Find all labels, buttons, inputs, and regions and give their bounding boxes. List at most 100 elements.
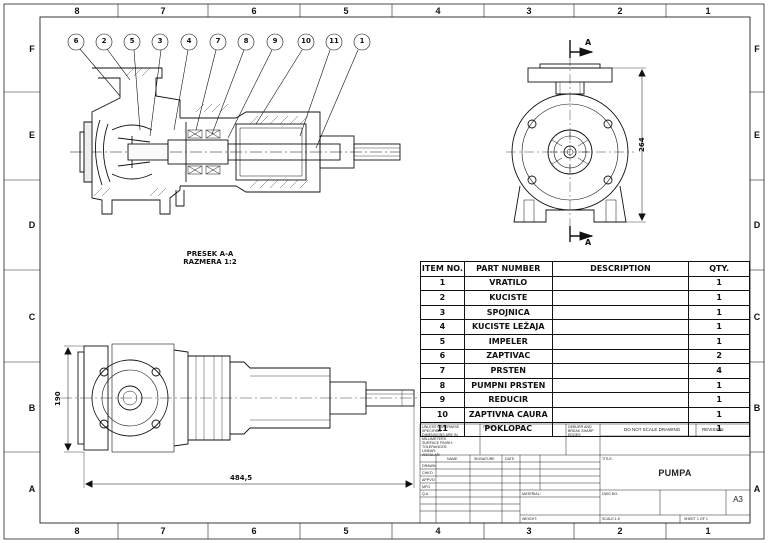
sheet-size: A3 <box>733 495 743 504</box>
balloon-group <box>67 33 371 149</box>
bom-part-number: ZAPTIVAC <box>463 348 553 365</box>
zone-row-c-right: C <box>753 312 761 322</box>
note-line: UNLESS OTHERWISE SPECIFIED: <box>422 425 460 433</box>
role-drawn: DRAWN <box>422 464 436 468</box>
bom-header-item-no: ITEM NO. <box>420 261 465 277</box>
bom-part-number: ZAPTIVNA CAURA <box>463 406 553 423</box>
zone-col-3-bottom: 3 <box>526 526 532 536</box>
balloon-label: 4 <box>186 37 192 45</box>
bom-qty: 2 <box>688 348 750 365</box>
note-line: SURFACE FINISH: <box>422 441 453 445</box>
bom-qty: 1 <box>688 290 750 306</box>
zone-row-d: D <box>28 220 36 230</box>
bom-header-row: ITEM NO. PART NUMBER DESCRIPTION QTY. <box>420 261 750 277</box>
bom-qty: 1 <box>688 406 750 423</box>
bom-item-no: 9 <box>420 392 465 408</box>
zone-row-a: A <box>28 484 36 494</box>
zone-col-7: 7 <box>160 6 166 16</box>
role-checked: CHK'D <box>422 471 433 475</box>
bom-qty: 4 <box>688 363 750 379</box>
col-name: NAME <box>447 457 458 461</box>
note-line: EDGES <box>568 433 581 437</box>
bom-description <box>551 363 690 379</box>
revision-label: REVISION <box>702 427 724 432</box>
bom-description <box>551 319 690 335</box>
cut-label-top: A <box>585 38 592 47</box>
bom-item-no: 5 <box>420 333 465 350</box>
bom-qty: 1 <box>688 377 750 394</box>
balloon-label: 8 <box>243 37 249 45</box>
bom-item-no: 4 <box>420 319 465 335</box>
zone-ticks <box>4 4 764 539</box>
bom-description <box>551 304 690 321</box>
zone-col-5-bottom: 5 <box>343 526 349 536</box>
balloon-label: 6 <box>73 37 79 45</box>
balloon-label: 3 <box>157 37 163 45</box>
cut-label-bottom: A <box>585 238 592 247</box>
role-approved: APPV'D <box>422 478 435 482</box>
bom-part-number: SPOJNICA <box>463 304 553 321</box>
bom-description <box>551 377 690 394</box>
bom-qty: 1 <box>688 304 750 321</box>
bom-description <box>551 421 690 438</box>
zone-row-b-right: B <box>753 403 761 413</box>
zone-row-e-right: E <box>753 130 760 140</box>
col-signature: SIGNATURE <box>474 457 495 461</box>
bill-of-materials: ITEM NO. PART NUMBER DESCRIPTION QTY. 1 V… <box>420 261 750 438</box>
bom-description <box>551 392 690 408</box>
section-scale: RAZMERA 1:2 <box>183 258 237 266</box>
bom-item-no: 6 <box>420 348 465 365</box>
title-label: TITLE: <box>602 457 613 461</box>
sheet-number: SHEET 1 OF 1 <box>684 517 708 521</box>
zone-row-b: B <box>28 403 36 413</box>
do-not-scale-note: DO NOT SCALE DRAWING <box>624 427 681 432</box>
tolerance-notes: UNLESS OTHERWISE SPECIFIED: DIMENSIONS A… <box>422 425 478 457</box>
zone-row-d-right: D <box>753 220 761 230</box>
bom-part-number: REDUCIR <box>463 392 553 408</box>
finish-label: FINISH: <box>483 425 496 429</box>
balloon-label: 10 <box>301 37 311 45</box>
zone-row-a-right: A <box>753 484 761 494</box>
balloon-label: 5 <box>129 37 135 45</box>
note-line: LINEAR: <box>422 449 436 453</box>
zone-col-4-bottom: 4 <box>435 526 441 536</box>
bom-qty: 1 <box>688 392 750 408</box>
deburr-note: DEBURR AND BREAK SHARP EDGES <box>568 425 600 437</box>
note-line: DIMENSIONS ARE IN MILLIMETERS <box>422 433 458 441</box>
bom-part-number: KUCISTE <box>463 290 553 306</box>
zone-row-c: C <box>28 312 36 322</box>
drawing-title: PUMPA <box>658 468 692 478</box>
bom-item-no: 8 <box>420 377 465 394</box>
bom-description <box>551 333 690 350</box>
bom-item-no: 10 <box>420 406 465 423</box>
zone-row-f-right: F <box>754 44 760 54</box>
dim-length-side-view: 484,5 <box>230 474 253 482</box>
bom-qty: 1 <box>688 275 750 292</box>
note-line: ANGULAR: <box>422 453 441 457</box>
bom-header-description: DESCRIPTION <box>551 261 690 277</box>
note-line: DEBURR AND <box>568 425 592 429</box>
material-label: MATERIAL: <box>522 492 541 496</box>
zone-col-7-bottom: 7 <box>160 526 166 536</box>
bom-description <box>551 275 690 292</box>
bom-item-no: 7 <box>420 363 465 379</box>
zone-col-6-bottom: 6 <box>251 526 257 536</box>
zone-col-6: 6 <box>251 6 257 16</box>
role-qa: Q.A <box>422 492 429 496</box>
balloon-label: 7 <box>215 37 221 45</box>
zone-col-2-bottom: 2 <box>617 526 623 536</box>
note-line: BREAK SHARP <box>568 429 594 433</box>
bom-item-no: 2 <box>420 290 465 306</box>
zone-col-2: 2 <box>617 6 623 16</box>
bom-part-number: VRATILO <box>463 275 553 292</box>
balloon-label: 9 <box>272 37 278 45</box>
